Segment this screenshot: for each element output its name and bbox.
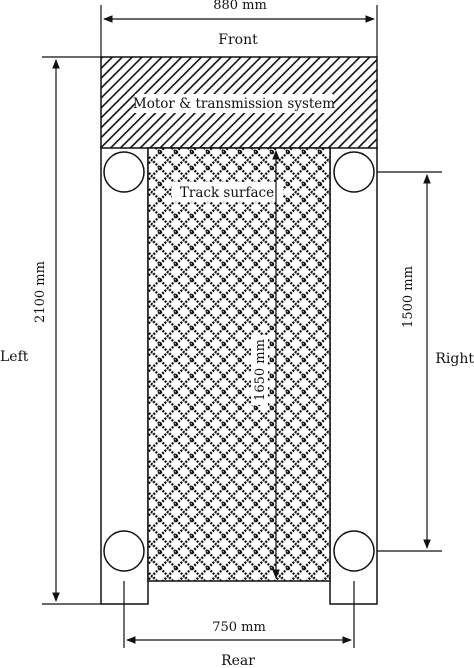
track-surface-label: Track surface (180, 185, 274, 201)
roller-front-right (333, 151, 375, 193)
left-length-label: 2100 mm (33, 261, 48, 323)
track-length-label-background (251, 335, 268, 405)
track-surface (147, 147, 331, 582)
motor-label-background (135, 94, 333, 113)
left-side-rail (100, 146, 149, 605)
right-label: Right (435, 351, 474, 367)
front-label: Front (218, 32, 258, 48)
track-label-background (172, 182, 283, 202)
track-width-label: 750 mm (212, 620, 266, 635)
motor-label: Motor & transmission system (133, 96, 335, 112)
left-label: Left (0, 349, 29, 365)
roller-rear-right (333, 530, 375, 572)
roller-front-left (103, 151, 145, 193)
right-span-label: 1500 mm (401, 266, 416, 328)
track-length-label: 1650 mm (253, 339, 268, 401)
top-width-label: 880 mm (213, 0, 267, 13)
rear-label: Rear (221, 653, 255, 668)
roller-rear-left (103, 530, 145, 572)
